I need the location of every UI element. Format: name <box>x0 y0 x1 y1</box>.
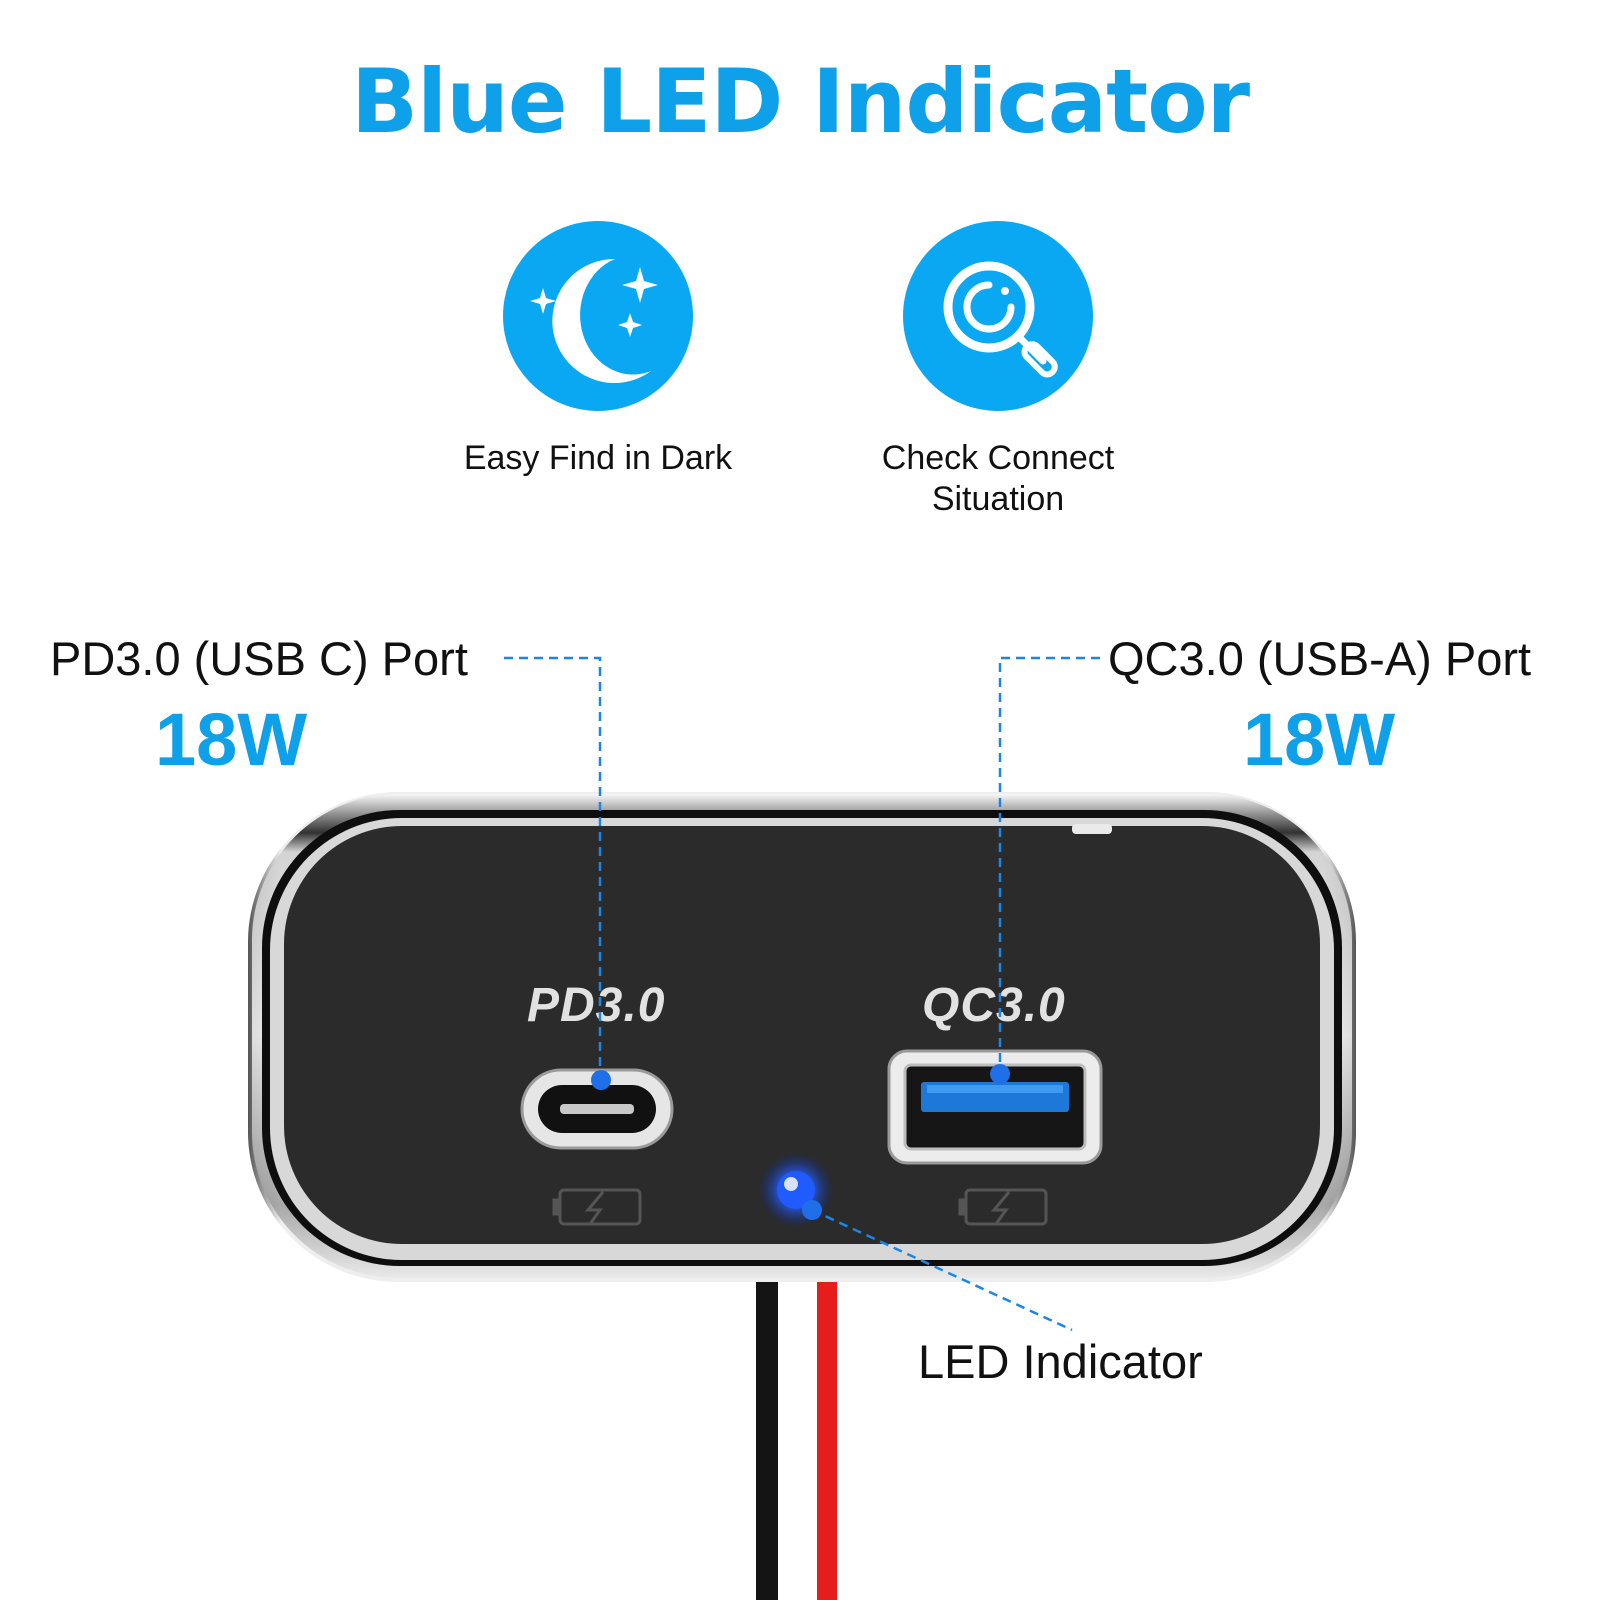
pd-port-label: PD3.0 (USB C) Port <box>50 632 468 685</box>
feature-label-check-connect: Check Connect Situation <box>820 438 1176 520</box>
callout-dot <box>591 1070 611 1090</box>
callout-dot <box>990 1064 1010 1084</box>
battery-charging-icon <box>552 1188 642 1226</box>
moon-stars-icon <box>503 221 693 411</box>
red-wire <box>817 1270 837 1600</box>
pd-port-power: 18W <box>155 698 308 781</box>
qc-marking: QC3.0 <box>922 979 1066 1032</box>
wires <box>756 1270 837 1600</box>
feature-label-easy-find: Easy Find in Dark <box>463 439 733 477</box>
magnifier-icon <box>903 221 1093 411</box>
pd-marking: PD3.0 <box>527 979 666 1032</box>
battery-charging-icon <box>958 1188 1048 1226</box>
page-title: Blue LED Indicator <box>350 50 1250 153</box>
feature-label-line2: Situation <box>931 480 1065 518</box>
black-wire <box>756 1270 778 1600</box>
qc-port-power: 18W <box>1243 698 1396 781</box>
led-indicator-label: LED Indicator <box>918 1335 1203 1388</box>
feature-label-line1: Check Connect <box>881 439 1115 477</box>
usb-socket-device <box>248 792 1356 1282</box>
callout-dot <box>802 1200 822 1220</box>
usb-a-port <box>887 1049 1103 1165</box>
qc-port-label: QC3.0 (USB-A) Port <box>1108 632 1532 685</box>
usb-c-port <box>520 1068 674 1150</box>
